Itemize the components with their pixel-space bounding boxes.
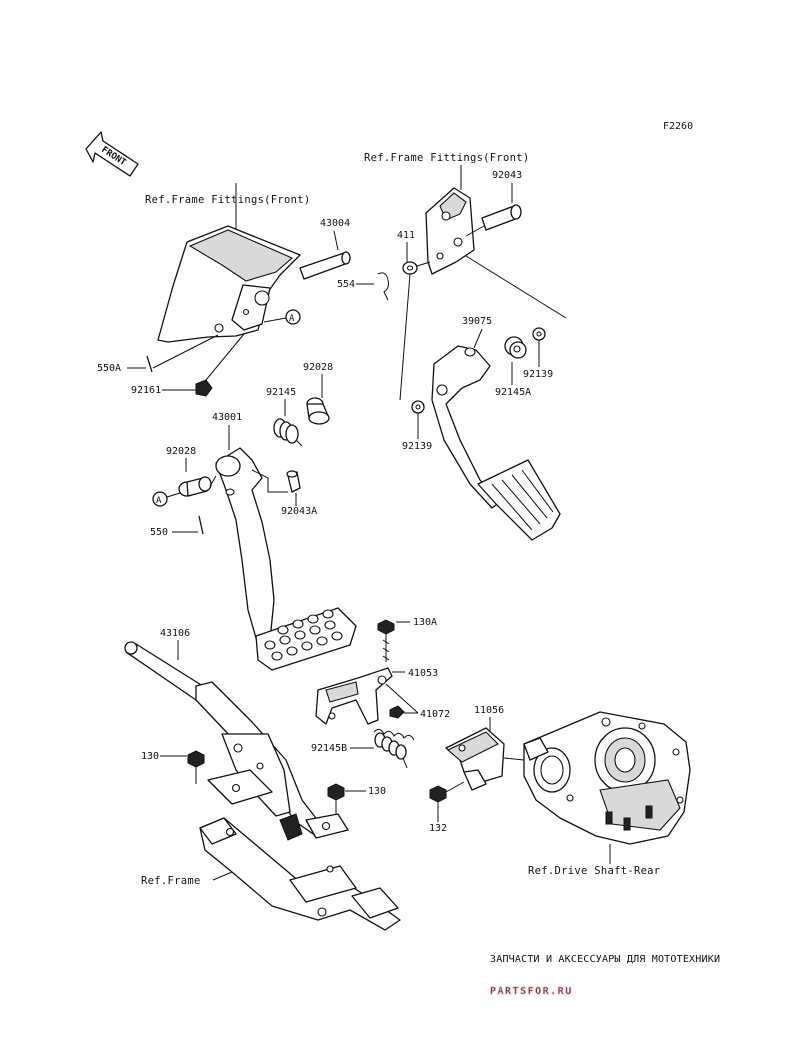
watermark-logo: PARTSFOR.RU	[490, 986, 573, 997]
label-411: 411	[397, 230, 415, 241]
label-132: 132	[429, 823, 447, 834]
accelerator-bracket	[425, 187, 475, 275]
figure-code: F2260	[663, 121, 693, 132]
label-92028-top: 92028	[303, 362, 333, 373]
callout-a-bottom-label: A	[156, 496, 162, 506]
ref-frame: Ref.Frame	[141, 875, 201, 887]
label-92139-right: 92139	[523, 369, 553, 380]
spring-92145b	[373, 728, 415, 769]
spring-92145	[273, 418, 303, 447]
label-92145: 92145	[266, 387, 296, 398]
front-arrow-icon: FRONT	[85, 131, 139, 177]
parking-brake-lever-43106	[124, 641, 323, 841]
label-92043: 92043	[492, 170, 522, 181]
watermark-tagline: ЗАПЧАСТИ И АКСЕССУАРЫ ДЛЯ МОТОТЕХНИКИ	[490, 954, 720, 965]
pin-92043	[481, 204, 522, 231]
label-41053: 41053	[408, 668, 438, 679]
cotter-pin-550	[198, 515, 204, 535]
bolt-132	[429, 781, 465, 803]
bolt-130-left	[187, 750, 205, 784]
label-39075: 39075	[462, 316, 492, 327]
label-41072: 41072	[420, 709, 450, 720]
ref-frame-fittings-left: Ref.Frame Fittings(Front)	[145, 194, 311, 206]
label-11056: 11056	[474, 705, 504, 716]
pedal-pad-holes	[264, 609, 343, 661]
pin-43004	[299, 251, 351, 280]
frame	[199, 769, 401, 931]
label-43001: 43001	[212, 412, 242, 423]
label-92145b: 92145B	[311, 743, 347, 754]
label-43106: 43106	[160, 628, 190, 639]
cotter-pin-550a	[146, 355, 153, 373]
label-130a: 130A	[413, 617, 437, 628]
nut-41072	[389, 705, 405, 719]
label-130-left: 130	[141, 751, 159, 762]
brake-pedal-bracket	[157, 225, 301, 343]
label-550: 550	[150, 527, 168, 538]
label-130-right: 130	[368, 786, 386, 797]
ref-drive-shaft-rear: Ref.Drive Shaft-Rear	[528, 865, 660, 877]
ref-frame-fittings-right: Ref.Frame Fittings(Front)	[364, 152, 530, 164]
label-554: 554	[337, 279, 355, 290]
bracket-11056	[445, 727, 505, 791]
bracket-41053	[315, 667, 393, 725]
bolt-130a	[377, 619, 395, 662]
label-92043a: 92043A	[281, 506, 317, 517]
clip-554	[377, 272, 389, 301]
callout-a-top	[285, 309, 301, 325]
final-gear-case	[523, 711, 691, 845]
nut-92161	[195, 379, 213, 397]
label-92028-left: 92028	[166, 446, 196, 457]
label-550a: 550A	[97, 363, 121, 374]
label-43004: 43004	[320, 218, 350, 229]
accelerator-pedal-39075	[431, 345, 561, 541]
label-92145a: 92145A	[495, 387, 531, 398]
pin-92043a	[286, 470, 301, 493]
callout-a-top-label: A	[289, 314, 295, 324]
callout-a-bottom	[152, 491, 168, 507]
label-92139-left: 92139	[402, 441, 432, 452]
bushing-92028-top	[306, 397, 330, 425]
label-92161: 92161	[131, 385, 161, 396]
bushing-92028-left	[178, 476, 212, 497]
spring-92145a	[504, 336, 527, 359]
